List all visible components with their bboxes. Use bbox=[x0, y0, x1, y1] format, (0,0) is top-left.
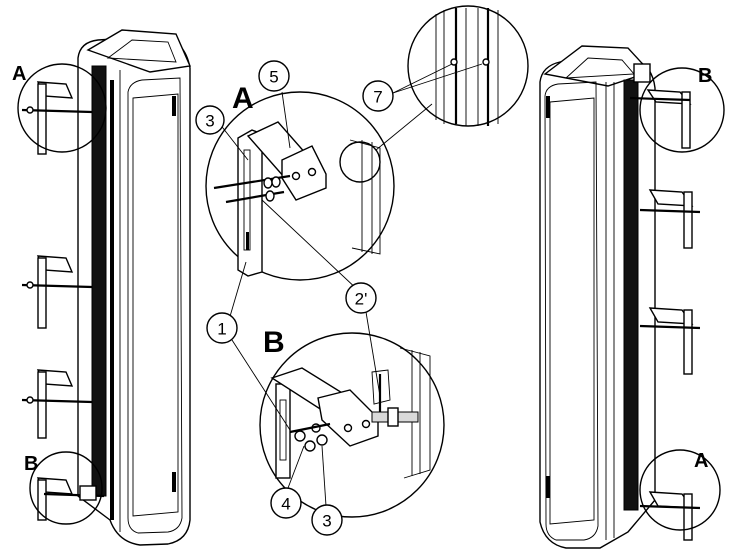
detail-b-title: B bbox=[263, 326, 285, 359]
left-bracket-lower bbox=[21, 369, 93, 439]
right-bracket-upper bbox=[639, 189, 701, 249]
detail-7-circle bbox=[407, 5, 529, 127]
detail-b-circle bbox=[259, 332, 445, 518]
detail-a-title: A bbox=[232, 82, 254, 115]
label-a-top-left: A bbox=[12, 63, 26, 85]
svg-text:3: 3 bbox=[205, 112, 214, 131]
detail-b bbox=[259, 332, 445, 518]
callout-7: 7 bbox=[362, 80, 394, 112]
right-bracket-lower bbox=[639, 307, 701, 375]
label-a-bottom-right: A bbox=[694, 450, 708, 472]
callout-5: 5 bbox=[258, 60, 290, 92]
callout-2-prime: 2' bbox=[345, 282, 377, 314]
left-bracket-middle bbox=[21, 255, 93, 329]
detail-a bbox=[205, 91, 395, 281]
right-tower bbox=[539, 45, 656, 549]
label-b-bottom-left: B bbox=[24, 453, 38, 475]
callout-3-bottom: 3 bbox=[311, 504, 343, 536]
detail-7 bbox=[375, 5, 529, 151]
right-top-detail-circle bbox=[639, 67, 725, 153]
left-bracket-bottom bbox=[36, 477, 105, 521]
svg-text:3: 3 bbox=[322, 512, 331, 531]
left-bracket-top bbox=[21, 81, 93, 155]
svg-text:5: 5 bbox=[269, 68, 278, 87]
leader-lines bbox=[218, 63, 483, 507]
svg-text:1: 1 bbox=[217, 320, 226, 339]
svg-text:4: 4 bbox=[281, 495, 290, 514]
left-top-detail-circle bbox=[17, 63, 107, 153]
right-bottom-detail-circle bbox=[639, 449, 721, 531]
label-b-top-right: B bbox=[698, 65, 712, 87]
callout-1: 1 bbox=[206, 312, 238, 344]
right-bracket-top bbox=[629, 63, 692, 149]
svg-text:7: 7 bbox=[373, 88, 382, 107]
detail-a-circle bbox=[205, 91, 395, 281]
left-tower bbox=[77, 29, 192, 546]
callout-4: 4 bbox=[270, 487, 302, 519]
left-bottom-detail-circle bbox=[29, 451, 103, 525]
right-bracket-bottom bbox=[639, 491, 701, 541]
callout-3-top: 3 bbox=[195, 105, 225, 135]
svg-text:2': 2' bbox=[355, 290, 368, 309]
